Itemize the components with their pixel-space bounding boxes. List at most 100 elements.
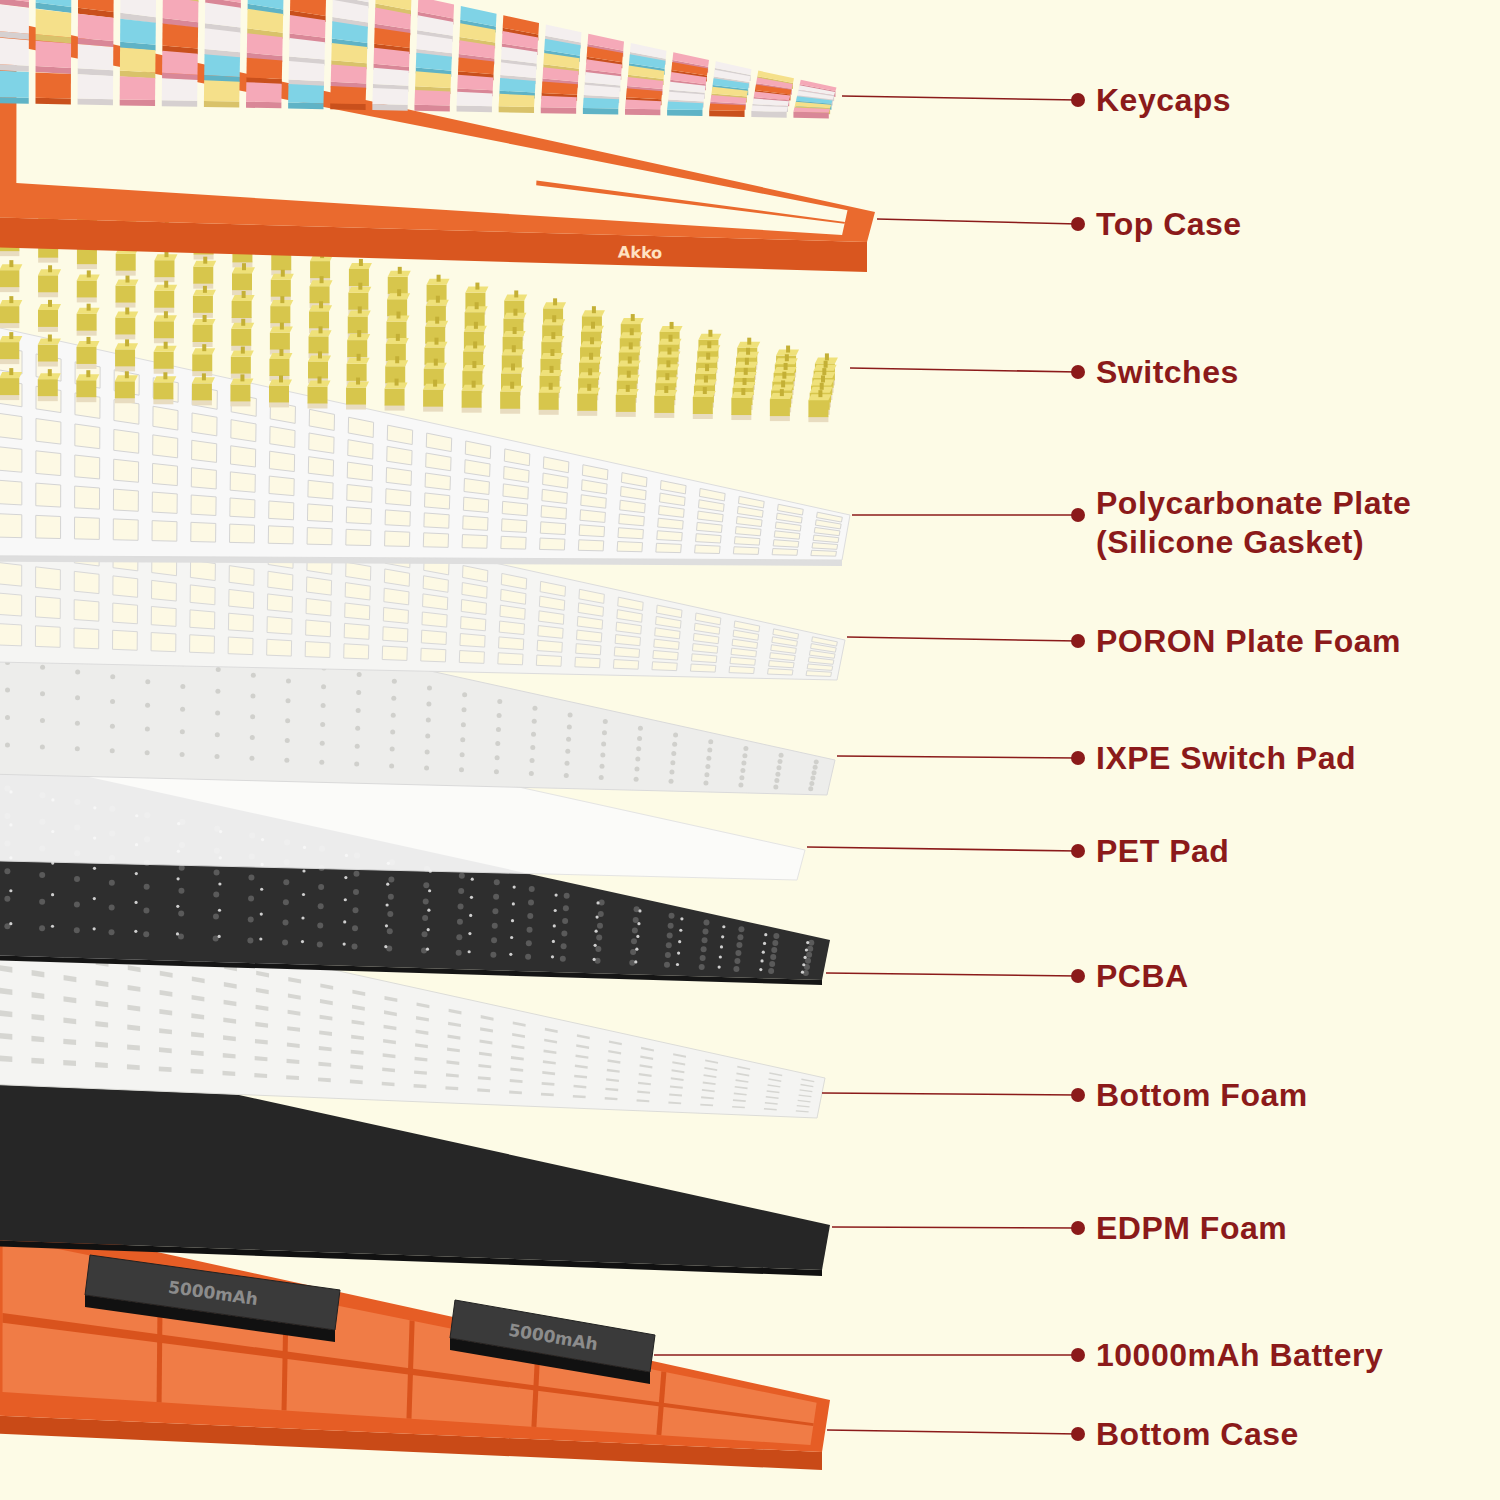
pad-hole [426, 702, 431, 707]
switch-cutout [463, 497, 488, 512]
pad-hole [180, 707, 185, 712]
keycap [120, 0, 156, 17]
switch-stem [747, 338, 751, 345]
pad-hole [808, 786, 813, 791]
foam-cutout [228, 613, 253, 631]
foam-cutout [733, 630, 759, 640]
keycap [459, 40, 495, 58]
foam-cutout [190, 635, 215, 653]
foam-cutout [539, 611, 564, 624]
pcb-led [806, 941, 809, 944]
leader-line [826, 973, 1078, 976]
keycap [795, 102, 831, 108]
foam-cutout [538, 626, 563, 639]
pad-hole [425, 733, 430, 738]
keycap-side [35, 98, 70, 105]
switch-cutout [581, 495, 606, 508]
switch-cutout [36, 451, 61, 476]
pad-hole [75, 721, 80, 726]
pcb-led [511, 919, 514, 922]
layer-stack [0, 0, 875, 1470]
foam-cutout [36, 596, 61, 618]
pad-hole [566, 737, 571, 742]
foam-slot [446, 1060, 459, 1065]
foam-cutout [228, 637, 253, 655]
switch-stem [475, 283, 479, 290]
switch-cutout [425, 473, 450, 490]
pad-hole [567, 725, 572, 730]
pcb-led [386, 883, 389, 886]
switch-cutout [734, 537, 760, 545]
keycap [35, 72, 70, 98]
switch-stem [164, 281, 168, 288]
pad-hole [634, 767, 639, 772]
switch-cutout [346, 529, 371, 545]
keycap [587, 46, 623, 62]
keycap [246, 58, 282, 79]
switch-stem [203, 257, 207, 264]
switch-stem [279, 375, 283, 382]
leader-dot [1071, 1427, 1085, 1441]
pad-hole [389, 763, 394, 768]
switch-housing [462, 391, 482, 408]
pcb-hole [737, 934, 743, 940]
foam-slot [509, 1091, 522, 1095]
switch-stem [48, 300, 52, 307]
pad-hole [250, 735, 255, 740]
foam-slot [96, 980, 109, 987]
keycap [162, 78, 198, 101]
foam-slot [672, 1061, 685, 1065]
foam-slot [480, 1027, 493, 1032]
pad-hole [773, 784, 778, 789]
switch-cutout [230, 472, 255, 492]
foam-cutout [383, 607, 408, 623]
pad-hole [180, 684, 185, 689]
switch-stem [513, 327, 517, 334]
foam-slot [576, 1044, 589, 1049]
pcb-hole [665, 952, 671, 958]
pcb-hole [699, 964, 705, 970]
switch-stem [818, 390, 822, 397]
foam-cutout [540, 581, 565, 596]
switch-stem [356, 378, 360, 385]
switch-stem [87, 270, 91, 277]
pcb-hole [703, 920, 709, 926]
leader-dot [1071, 969, 1085, 983]
foam-slot [481, 1015, 494, 1021]
foam-slot [608, 1050, 621, 1055]
foam-slot [127, 1025, 140, 1031]
foam-cutout [575, 657, 600, 667]
foam-slot [224, 1000, 237, 1006]
pcb-hole [283, 879, 289, 885]
switch-stem [550, 349, 554, 356]
foam-cutout [498, 653, 523, 665]
foam-slot [286, 1075, 299, 1080]
pad-hole [321, 703, 326, 708]
keycap-side [204, 101, 239, 108]
keycap [625, 100, 661, 110]
foam-cutout [384, 569, 409, 586]
foam-slot [449, 1009, 462, 1015]
case-rib [3, 1313, 814, 1426]
foam-slot [0, 988, 12, 995]
switch-stem [665, 373, 669, 380]
foam-slot [191, 1050, 204, 1056]
keycap [246, 82, 282, 102]
foam-slot [668, 1102, 681, 1105]
switch-cutout [0, 514, 22, 538]
foam-slot [478, 1064, 491, 1068]
pcb-hole [388, 877, 394, 883]
switch-cutout [698, 500, 724, 512]
pcb-hole [561, 943, 567, 949]
switch-stem [741, 388, 745, 395]
switch-housing [539, 393, 559, 410]
foam-slot [511, 1056, 524, 1061]
switch-cutout [621, 473, 647, 487]
switch-stem [358, 306, 362, 313]
pcb-led [218, 909, 221, 912]
switch-cutout [582, 465, 608, 480]
foam-slot [127, 1005, 140, 1012]
foam-slot [573, 1085, 586, 1089]
foam-slot [735, 1086, 748, 1089]
keycap [585, 72, 621, 85]
